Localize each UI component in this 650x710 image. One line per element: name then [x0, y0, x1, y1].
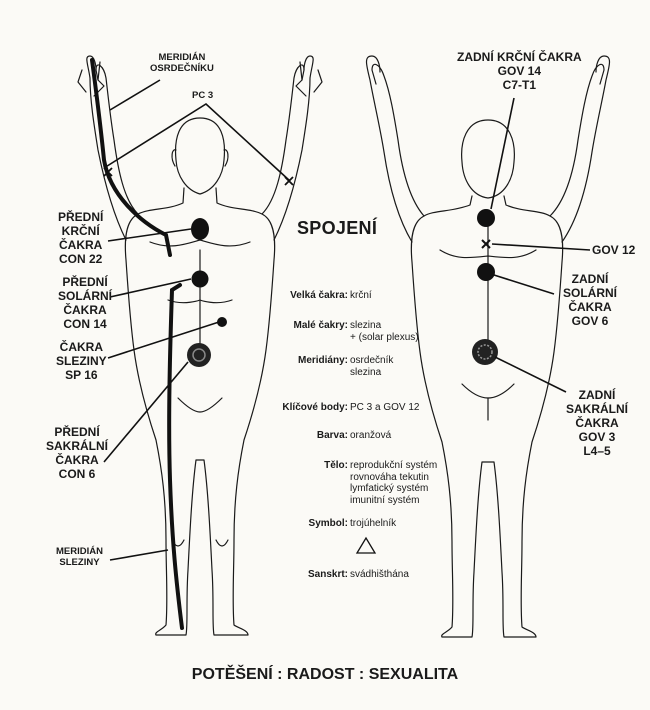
pc3-mark-left — [103, 167, 113, 177]
front-solar-chakra-dot — [191, 270, 209, 288]
back-chakras — [472, 209, 498, 365]
back-figure — [365, 55, 611, 638]
label-back-throat-chakra: ZADNÍ KRČNÍ ČAKRA GOV 14 C7-T1 — [457, 50, 582, 92]
label-gov12: GOV 12 — [592, 243, 636, 257]
leader-lines — [103, 79, 591, 561]
spleen-meridian-line — [167, 283, 184, 630]
gov12-mark — [481, 239, 491, 249]
label-front-sacral-chakra: PŘEDNÍ SAKRÁLNÍ ČAKRA CON 6 — [46, 425, 108, 481]
spleen-chakra-dot — [217, 317, 227, 327]
back-solar-chakra-dot — [477, 263, 495, 281]
label-spleen-meridian: MERIDIÁN SLEZINY — [56, 546, 103, 568]
footer-caption: POTĚŠENÍ : RADOST : SEXUALITA — [191, 666, 459, 683]
label-back-solar-chakra: ZADNÍ SOLÁRNÍ ČAKRA GOV 6 — [563, 272, 617, 328]
front-meridians — [90, 58, 184, 630]
front-throat-chakra-dot — [191, 218, 209, 240]
label-spleen-chakra: ČAKRA SLEZINY SP 16 — [56, 340, 107, 382]
back-sacral-chakra-dot — [472, 339, 498, 365]
pericardium-meridian-line — [90, 58, 172, 257]
label-pericardium-meridian: MERIDIÁN OSRDEČNÍKU — [150, 52, 214, 74]
triangle-symbol-icon — [355, 536, 377, 554]
label-pc3: PC 3 — [192, 90, 214, 101]
back-throat-chakra-dot — [477, 209, 495, 227]
front-chakras — [103, 167, 294, 367]
front-sacral-chakra-dot — [187, 343, 211, 367]
label-front-throat-chakra: PŘEDNÍ KRČNÍ ČAKRA CON 22 — [58, 210, 104, 266]
diagram-title: SPOJENÍ — [297, 218, 378, 238]
label-back-sacral-chakra: ZADNÍ SAKRÁLNÍ ČAKRA GOV 3 L4–5 — [566, 388, 628, 458]
label-front-solar-chakra: PŘEDNÍ SOLÁRNÍ ČAKRA CON 14 — [58, 275, 112, 331]
